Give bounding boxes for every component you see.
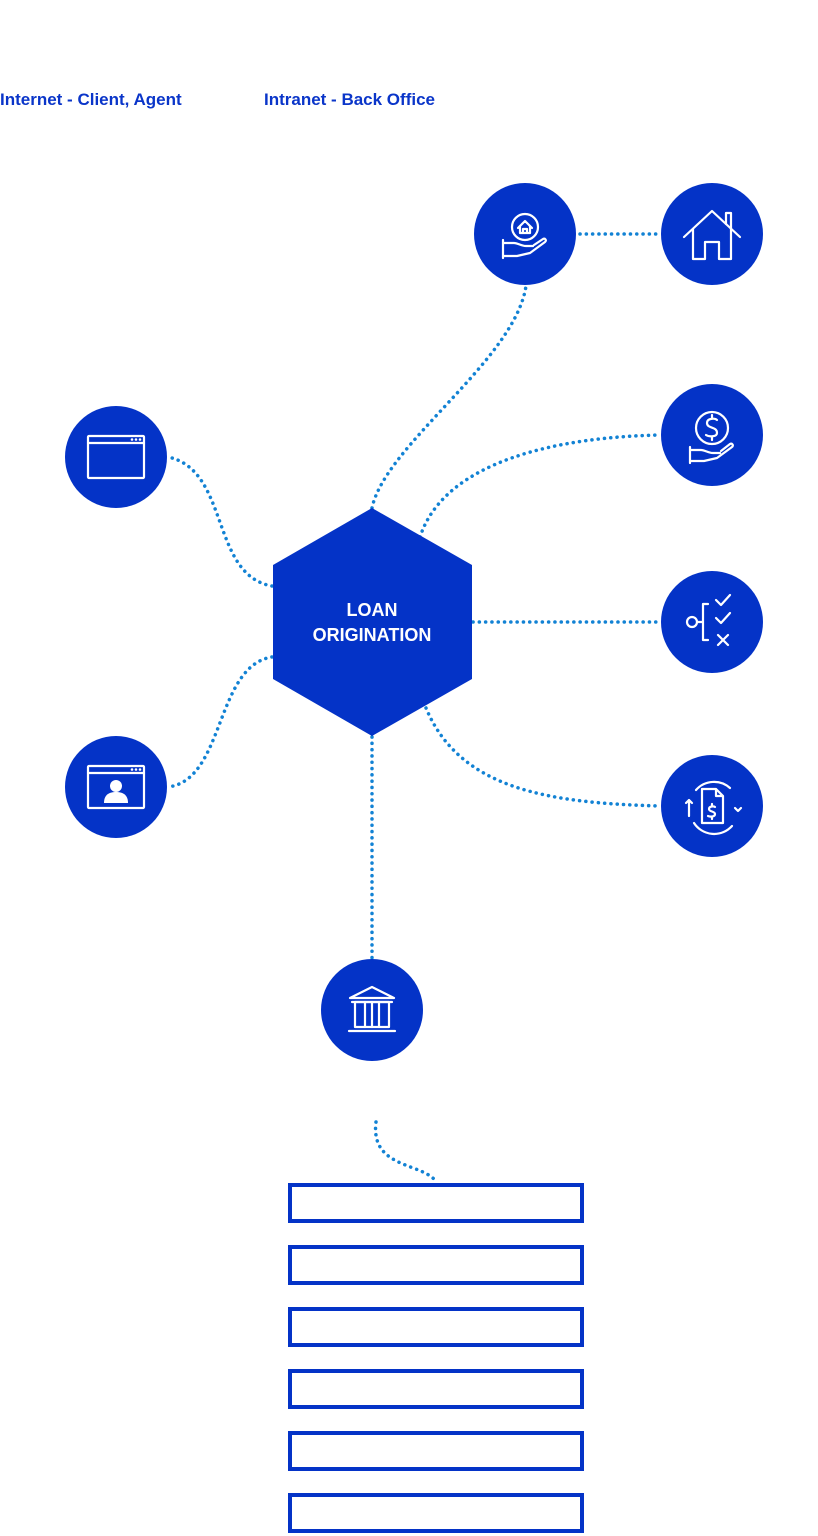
- legend-intranet-label: Intranet - Back Office: [264, 90, 435, 109]
- house-in-hand-icon: [501, 212, 547, 260]
- layer-stack: [288, 1183, 584, 1533]
- browser-window-icon: [86, 434, 146, 480]
- connector-hub-to-property-care: [370, 284, 528, 510]
- node-circle: [65, 406, 167, 508]
- hub-hexagon: [273, 508, 472, 736]
- node-web-portal: [65, 406, 167, 508]
- legend-internet-label: Internet - Client, Agent: [0, 90, 182, 109]
- stack-layer-3: [288, 1307, 584, 1347]
- connector-hub-to-agent-portal: [166, 655, 274, 789]
- stack-layer-1: [288, 1183, 584, 1223]
- node-decision: [661, 571, 763, 673]
- stack-layer-6: [288, 1493, 584, 1533]
- dollar-in-hand-icon: [688, 410, 734, 465]
- connector-hub-to-document-cycle: [424, 706, 662, 808]
- user-profile-window-icon: [86, 764, 146, 810]
- node-bank: [321, 959, 423, 1061]
- stack-layer-4: [288, 1369, 584, 1409]
- house-icon: [682, 209, 742, 261]
- connector-hub-to-web-portal: [166, 455, 274, 588]
- node-circle: [661, 183, 763, 285]
- hub-label-line2: ORIGINATION: [313, 625, 432, 645]
- connector-hub-to-payment: [418, 433, 662, 539]
- stack-layer-5: [288, 1431, 584, 1471]
- document-refresh-icon: [684, 780, 743, 836]
- bank-building-icon: [347, 985, 397, 1033]
- connectors: [166, 232, 662, 1185]
- node-property: [661, 183, 763, 285]
- node-circle: [661, 571, 763, 673]
- node-agent-portal: [65, 736, 167, 838]
- node-circle: [661, 384, 763, 486]
- connector-bank-to-stack: [373, 1120, 439, 1185]
- node-property-care: [474, 183, 576, 285]
- checklist-decision-icon: [685, 593, 732, 647]
- stack-layer-2: [288, 1245, 584, 1285]
- node-payment: [661, 384, 763, 486]
- node-document-cycle: [661, 755, 763, 857]
- loan-origination-hub: LOAN ORIGINATION: [273, 508, 472, 736]
- hub-label-line1: LOAN: [347, 600, 398, 620]
